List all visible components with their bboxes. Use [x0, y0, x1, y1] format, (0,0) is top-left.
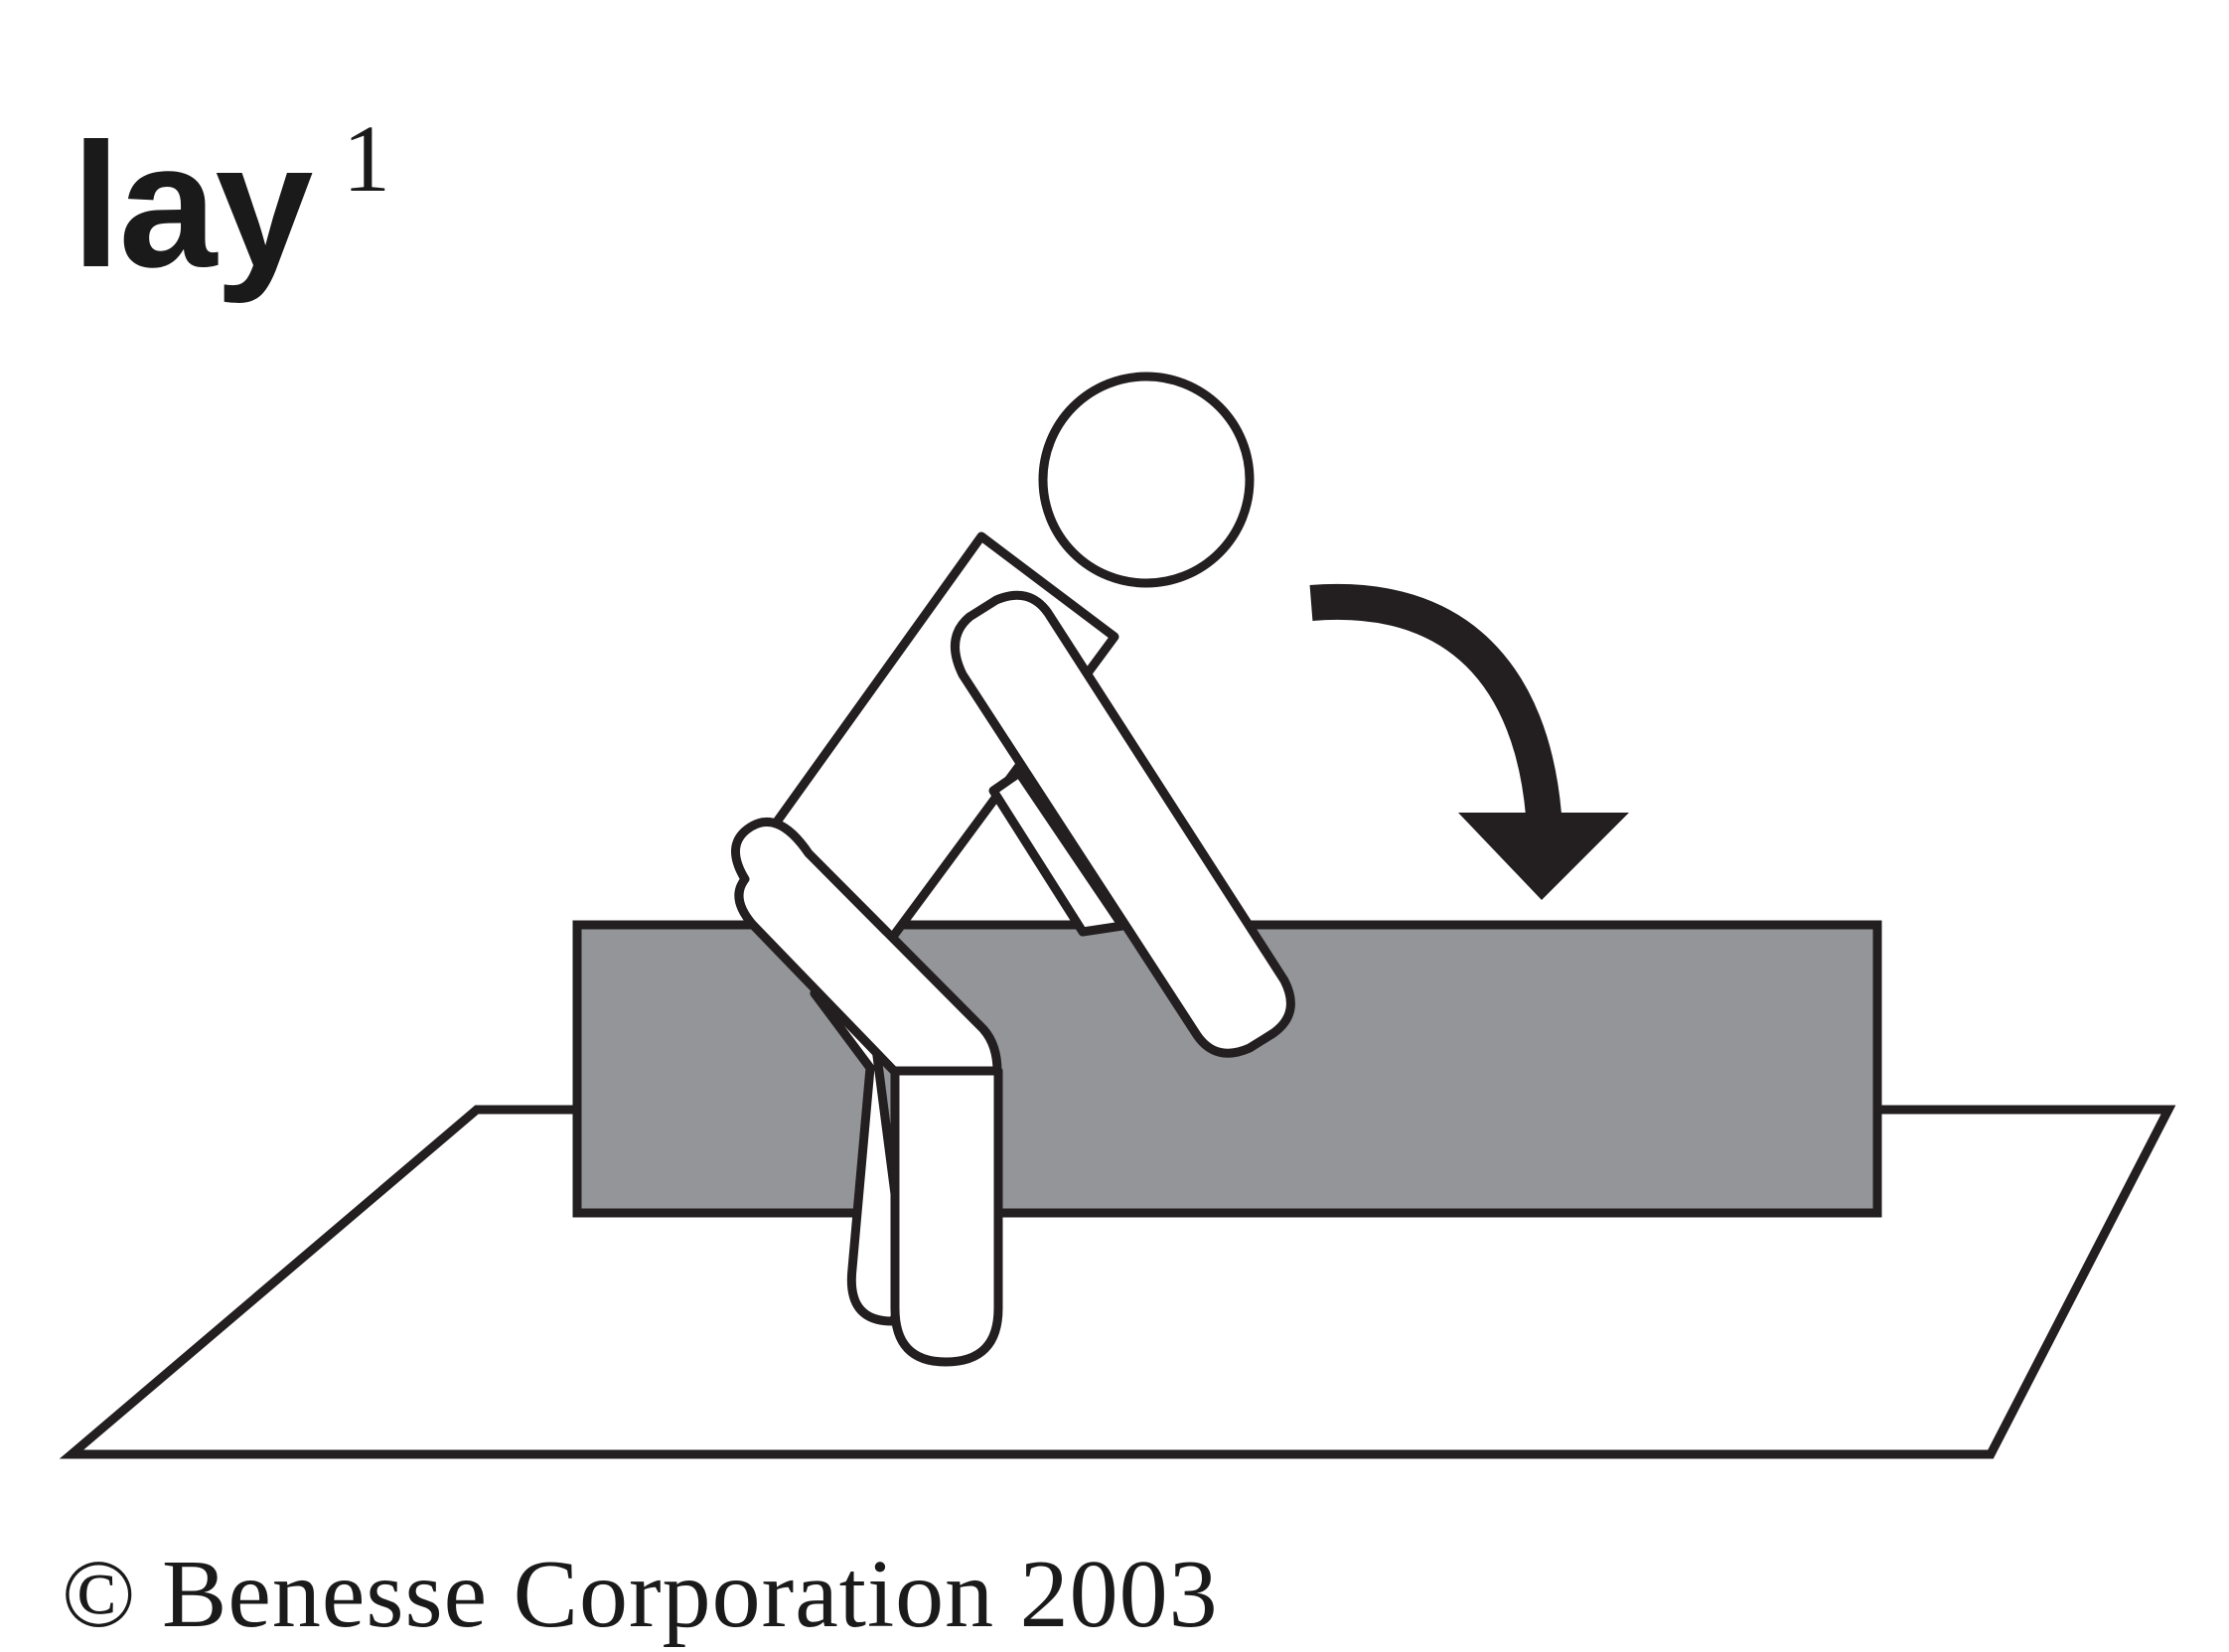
person-front-shin [890, 1066, 1003, 1367]
copyright-notice: © Benesse Corporation 2003 [62, 1541, 1219, 1648]
person-head [1038, 372, 1255, 588]
arrow-head [1458, 813, 1629, 900]
arrow-shaft [1309, 583, 1561, 817]
curved-down-arrow-icon [1309, 583, 1629, 900]
headword: lay [72, 106, 313, 304]
headword-superscript: 1 [343, 105, 390, 212]
person-front-arm [950, 590, 1295, 1058]
person-icon [731, 372, 1295, 1367]
person-front-thigh [731, 818, 1002, 1098]
